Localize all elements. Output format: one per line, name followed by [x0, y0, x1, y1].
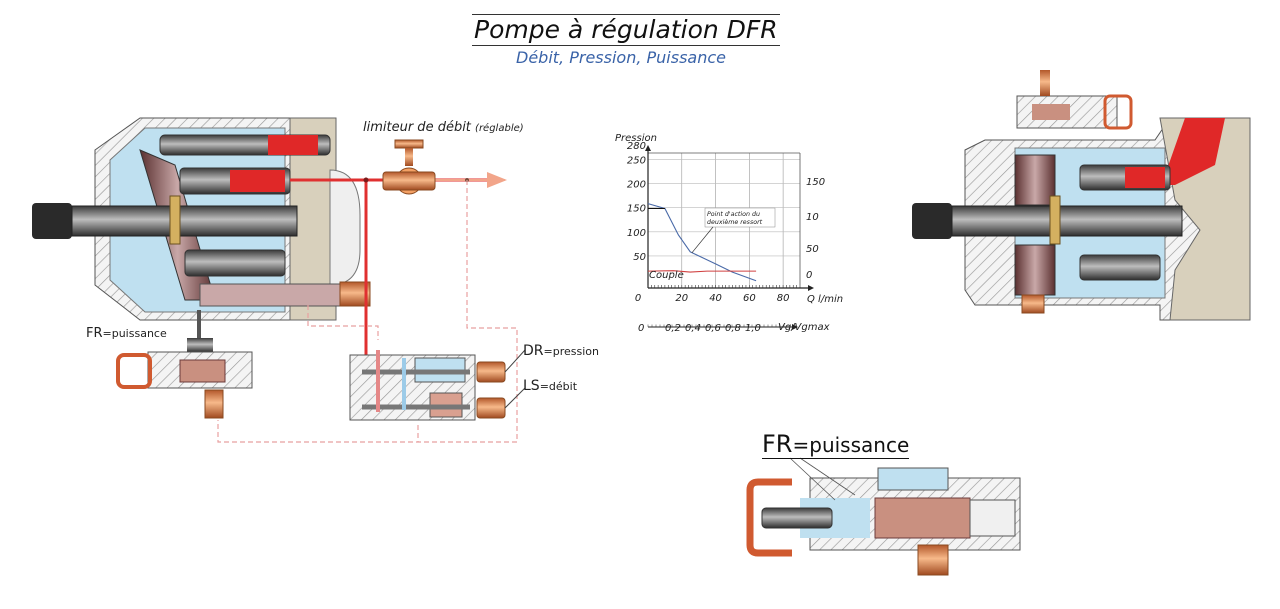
- fr-large-label: FR=puissance: [762, 430, 910, 459]
- fr-valve-small: [116, 310, 253, 419]
- series-pression: [647, 203, 757, 282]
- pressure-flow-chart: Pression 50 100 150 200 250 280 0 50 10 150 0 20 40 6…: [615, 133, 843, 334]
- fr-big-main: FR: [762, 430, 793, 458]
- y2-tick-label: 0: [806, 270, 812, 281]
- fr-small-label: FR=puissance: [86, 326, 167, 341]
- chart-x2label: Vg/Vgmax: [778, 322, 830, 333]
- annotation-pointer: [691, 226, 714, 254]
- left-pump-section: [32, 117, 371, 321]
- couple-label: Couple: [649, 270, 684, 281]
- ls-main: LS: [523, 378, 540, 394]
- dr-sub: =pression: [543, 345, 599, 358]
- x-tick-label: 0: [635, 293, 641, 304]
- x2-tick-label: 0,6: [705, 323, 721, 334]
- flow-limiter-note: (réglable): [475, 123, 524, 134]
- x-tick-label: 60: [743, 293, 756, 304]
- y-tick-label: 50: [633, 252, 646, 263]
- y2-tick-label: 150: [806, 177, 825, 188]
- series-couple: [647, 270, 757, 273]
- dr-ls-valve-block: [349, 349, 526, 421]
- dr-label: DR=pression: [523, 343, 599, 359]
- x2-tick-label: 0: [638, 323, 644, 334]
- fr-valve-large: [746, 457, 1021, 576]
- fr-big-sub: =puissance: [792, 433, 910, 457]
- x-tick-label: 80: [777, 293, 790, 304]
- y2-tick-label: 10: [806, 212, 819, 223]
- page-title: Pompe à régulation DFR: [472, 14, 780, 46]
- fr-small-main: FR: [86, 326, 103, 341]
- y-tick-label: 200: [627, 180, 646, 191]
- x-axis-arrow: [808, 285, 814, 291]
- fr-small-sub: =puissance: [102, 327, 167, 340]
- ls-label: LS=débit: [523, 378, 577, 394]
- x-tick-label: 20: [675, 293, 688, 304]
- control-lines: [217, 180, 518, 443]
- annotation-line-1: Point d'action du: [707, 210, 760, 218]
- y-axis-arrow: [645, 145, 651, 151]
- right-pump-section: [912, 70, 1251, 321]
- chart-grid: [648, 152, 801, 288]
- y-tick-label: 280: [627, 141, 646, 152]
- chart-ticks: 50 100 150 200 250 280 0 50 10 150 0 20 40 60 80 0 0,2 0,…: [627, 141, 825, 334]
- y-tick-label: 250: [627, 155, 646, 166]
- page-subtitle: Débit, Pression, Puissance: [516, 48, 726, 67]
- annotation-line-2: deuxième ressort: [707, 218, 763, 226]
- chart-ylabel: Pression: [615, 133, 657, 144]
- chart-axes: [645, 145, 814, 330]
- x2-tick-label: 0,4: [685, 323, 701, 334]
- y-tick-label: 100: [627, 228, 646, 239]
- flow-limiter-text: limiteur de débit: [363, 120, 471, 135]
- x2-tick-label: 1,0: [745, 323, 761, 334]
- dr-main: DR: [523, 343, 544, 359]
- ls-sub: =débit: [539, 380, 578, 393]
- x2-axis-arrow: [792, 324, 798, 330]
- x2-tick-label: 0,2: [665, 323, 681, 334]
- chart-xlabel: Q l/min: [807, 294, 843, 305]
- x2-tick-label: 0,8: [725, 323, 741, 334]
- flow-limiter-valve-icon: [382, 139, 436, 195]
- annotation-box: [704, 207, 776, 228]
- y2-tick-label: 50: [806, 244, 819, 255]
- x-tick-label: 40: [709, 293, 722, 304]
- flow-limiter-label: limiteur de débit (réglable): [363, 120, 524, 135]
- y-tick-label: 150: [627, 204, 646, 215]
